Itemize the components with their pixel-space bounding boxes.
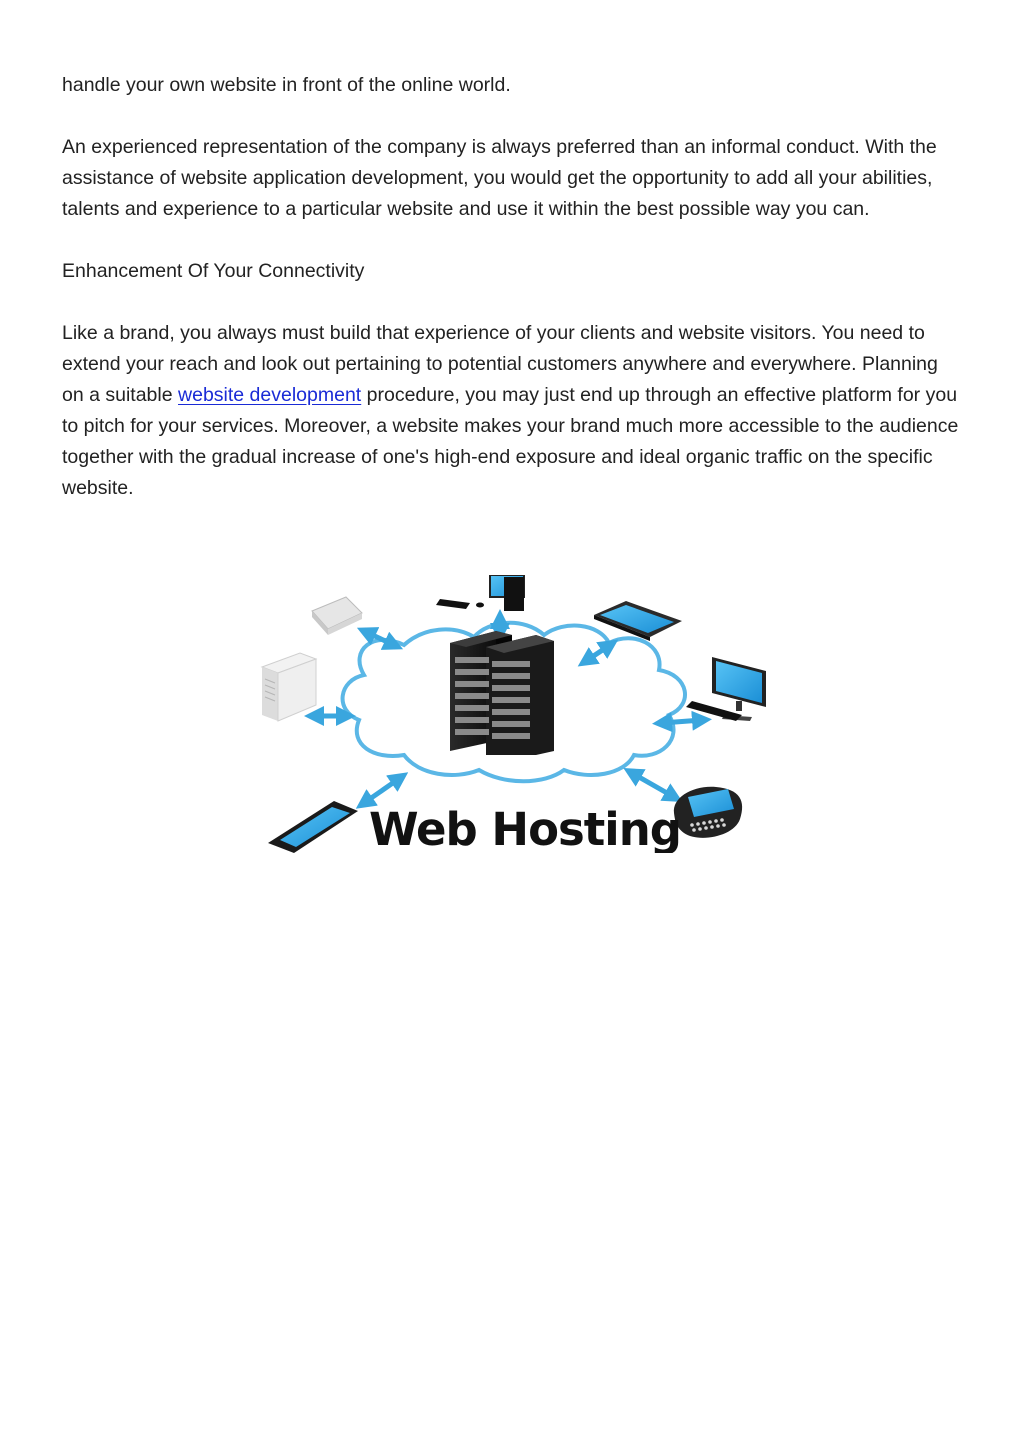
paragraph-intro: handle your own website in front of the … — [62, 74, 511, 96]
server-rack-icon — [450, 631, 554, 755]
section-heading: Enhancement Of Your Connectivity — [62, 260, 365, 282]
tower-server-icon — [260, 652, 318, 722]
arrow-tablet — [577, 639, 619, 667]
website-development-link[interactable]: website development — [178, 384, 362, 406]
arrow-smartphone — [355, 772, 409, 809]
desktop-computer-icon — [436, 575, 525, 611]
blackberry-phone-icon — [673, 786, 743, 838]
monitor-icon — [686, 657, 766, 721]
web-hosting-illustration: Web Hosting — [254, 575, 774, 853]
arrow-blackberry — [623, 768, 683, 802]
paragraph-text-before-link: Like a brand, you always must build that… — [62, 322, 938, 406]
document-body: handle your own website in front of the … — [62, 70, 962, 535]
smartphone-icon — [268, 801, 358, 853]
paragraph-connectivity: Like a brand, you always must build that… — [62, 318, 962, 504]
router-icon — [311, 596, 363, 635]
paragraph-text-after-link: procedure, you may just end up through a… — [62, 384, 959, 499]
tablet-icon — [594, 601, 682, 641]
paragraph-experience: An experienced representation of the com… — [62, 136, 937, 220]
connection-arrows — [304, 609, 712, 809]
arrow-monitor — [652, 710, 712, 733]
web-hosting-title: Web Hosting — [369, 803, 681, 853]
arrow-router — [356, 627, 404, 650]
